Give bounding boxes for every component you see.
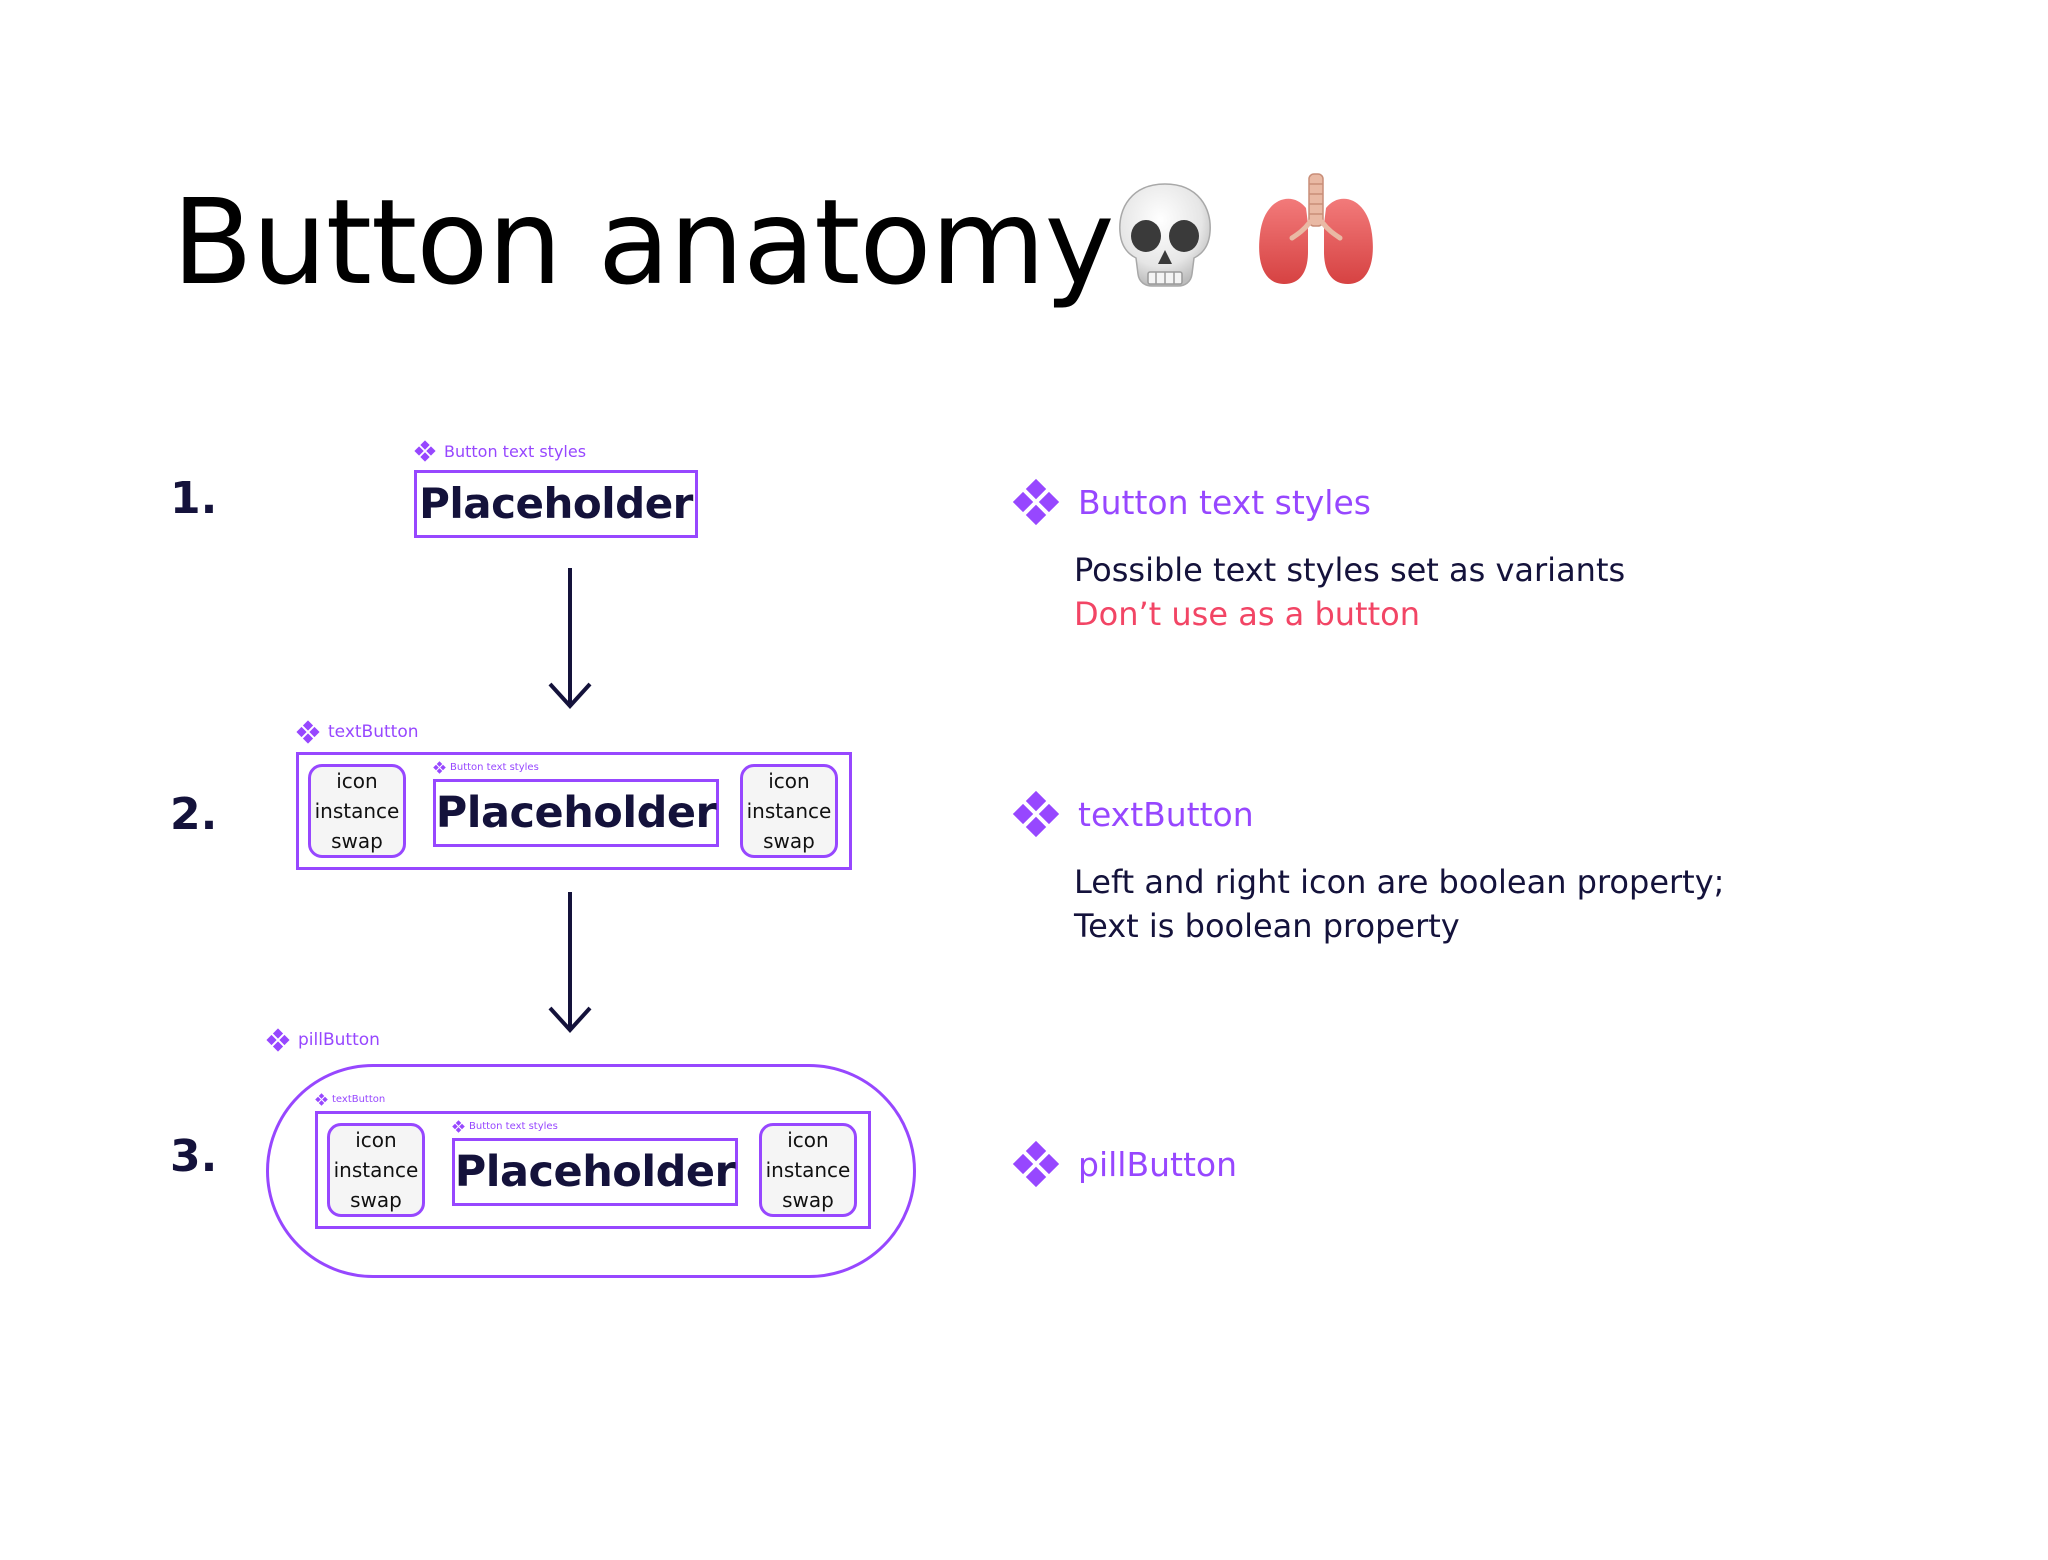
component-label-text-button-small: textButton — [315, 1093, 385, 1106]
icon-swap-label: icon instance swap — [314, 769, 400, 853]
right-icon-swap[interactable]: icon instance swap — [740, 764, 838, 858]
component-icon — [1012, 478, 1060, 526]
description-line: Left and right icon are boolean property… — [1074, 863, 1725, 901]
component-label-button-text-styles-small: Button text styles — [452, 1120, 558, 1133]
component-label-text: textButton — [332, 1094, 386, 1105]
placeholder-text: Placeholder — [419, 479, 693, 528]
button-text-styles-frame[interactable]: Placeholder — [433, 779, 719, 847]
text-button-frame[interactable]: icon instance swap Button text styles Pl… — [315, 1111, 871, 1229]
component-icon — [1012, 790, 1060, 838]
arrow-down-icon — [548, 568, 592, 709]
placeholder-text: Placeholder — [454, 1146, 736, 1197]
description-heading-2: textButton — [1012, 790, 1254, 838]
description-text-2: Left and right icon are boolean property… — [1074, 860, 1724, 948]
page-title: Button anatomy — [172, 173, 1114, 311]
description-line: Possible text styles set as variants — [1074, 551, 1626, 589]
icon-swap-label: icon instance swap — [765, 1128, 851, 1212]
component-label-button-text-styles: Button text styles — [414, 440, 586, 462]
placeholder-text: Placeholder — [435, 787, 717, 838]
text-button-frame[interactable]: icon instance swap Button text styles Pl… — [296, 752, 852, 870]
component-label-text: Button text styles — [469, 1121, 558, 1132]
component-label-button-text-styles-small: Button text styles — [433, 761, 539, 774]
description-heading-1: Button text styles — [1012, 478, 1371, 526]
arrow-down-icon — [548, 892, 592, 1033]
icon-swap-label: icon instance swap — [746, 769, 832, 853]
description-text-1: Possible text styles set as variants Don… — [1074, 548, 1625, 636]
description-heading-3: pillButton — [1012, 1140, 1237, 1188]
button-text-styles-frame[interactable]: Placeholder — [414, 470, 698, 538]
step-number-2: 2. — [170, 789, 218, 840]
component-label-pill-button: pillButton — [266, 1028, 380, 1052]
component-label-text: pillButton — [298, 1030, 380, 1050]
step-number-1: 1. — [170, 473, 218, 524]
component-label-text-button: textButton — [296, 720, 419, 744]
lungs-emoji-icon — [1259, 173, 1373, 284]
warning-line: Don’t use as a button — [1074, 595, 1420, 633]
component-icon — [315, 1093, 328, 1106]
step-number-3: 3. — [170, 1131, 218, 1182]
right-icon-swap[interactable]: icon instance swap — [759, 1123, 857, 1217]
pill-button-frame[interactable]: textButton icon instance swap Button tex… — [266, 1064, 916, 1278]
description-heading-text: textButton — [1078, 794, 1254, 834]
description-line: Text is boolean property — [1074, 907, 1460, 945]
component-label-text: textButton — [328, 722, 419, 742]
component-icon — [1012, 1140, 1060, 1188]
left-icon-swap[interactable]: icon instance swap — [327, 1123, 425, 1217]
component-icon — [266, 1028, 290, 1052]
component-label-text: Button text styles — [444, 441, 587, 461]
button-text-styles-frame[interactable]: Placeholder — [452, 1138, 738, 1206]
component-icon — [414, 440, 436, 462]
skull-emoji-icon — [1119, 183, 1211, 287]
component-icon — [296, 720, 320, 744]
component-icon — [452, 1120, 465, 1133]
left-icon-swap[interactable]: icon instance swap — [308, 764, 406, 858]
component-icon — [433, 761, 446, 774]
component-label-text: Button text styles — [450, 762, 539, 773]
icon-swap-label: icon instance swap — [333, 1128, 419, 1212]
description-heading-text: pillButton — [1078, 1144, 1237, 1184]
description-heading-text: Button text styles — [1078, 482, 1371, 522]
